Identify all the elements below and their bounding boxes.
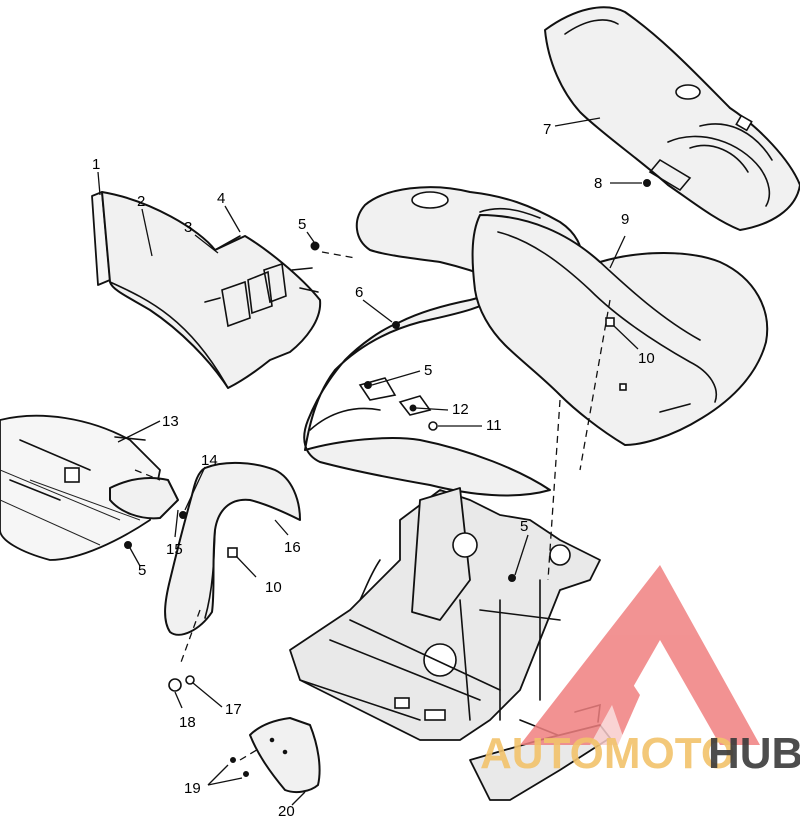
callout-12: 12 <box>452 401 469 418</box>
callout-19: 19 <box>184 780 201 797</box>
watermark-logo <box>520 565 760 745</box>
callout-20: 20 <box>278 803 295 818</box>
callout-4: 4 <box>217 190 225 207</box>
callout-5-top: 5 <box>298 216 306 233</box>
hardware <box>124 179 651 777</box>
callout-9: 9 <box>621 211 629 228</box>
assembly-lines <box>134 251 611 761</box>
callout-3: 3 <box>184 219 192 236</box>
part-rear-fender <box>471 214 769 446</box>
callout-labels: 1 2 3 4 5 6 5 12 11 7 8 9 10 13 14 15 16… <box>92 121 655 818</box>
callout-5-left: 5 <box>138 562 146 579</box>
part-left-footwell <box>0 414 179 561</box>
part-skid-plate <box>249 717 321 794</box>
callout-10-right: 10 <box>638 350 655 367</box>
watermark-text: AUTOMOTO HUB <box>480 729 800 778</box>
leader-lines <box>97 117 642 806</box>
callout-18: 18 <box>179 714 196 731</box>
callout-5-mid: 5 <box>424 362 432 379</box>
part-front-panel <box>91 191 322 389</box>
part-fender-flare <box>164 461 301 636</box>
callout-8: 8 <box>594 175 602 192</box>
callout-14: 14 <box>201 452 218 469</box>
watermark-brand-1: AUTOMOTO <box>480 729 735 778</box>
watermark-brand-2: HUB <box>708 729 800 778</box>
callout-6: 6 <box>355 284 363 301</box>
part-rear-cover <box>544 6 800 231</box>
callout-7: 7 <box>543 121 551 138</box>
callout-15: 15 <box>166 541 183 558</box>
callout-10-left: 10 <box>265 579 282 596</box>
callout-17: 17 <box>225 701 242 718</box>
callout-13: 13 <box>162 413 179 430</box>
callout-16: 16 <box>284 539 301 556</box>
callout-1: 1 <box>92 156 100 173</box>
callout-2: 2 <box>137 193 145 210</box>
callout-5-frame: 5 <box>520 518 528 535</box>
callout-11: 11 <box>486 417 502 434</box>
